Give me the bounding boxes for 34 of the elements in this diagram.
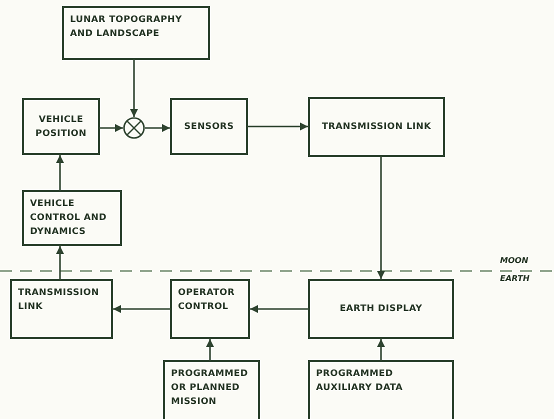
arrow — [113, 305, 170, 313]
arrow — [377, 157, 385, 279]
block-box — [62, 6, 210, 60]
block-label: EARTH DISPLAY — [338, 303, 424, 316]
block-label: VEHICLE CONTROL AND DYNAMICS — [30, 198, 108, 239]
block-box — [308, 97, 445, 157]
arrow — [206, 339, 214, 360]
arrow — [145, 124, 170, 132]
block-label: OPERATOR CONTROL — [178, 287, 236, 314]
block-label: LUNAR TOPOGRAPHY AND LANDSCAPE — [70, 14, 184, 41]
arrow — [56, 155, 64, 190]
block-box — [22, 98, 100, 155]
region-label: EARTH — [500, 274, 530, 283]
block-label: TRANSMISSION LINK — [18, 287, 100, 314]
block-box — [308, 279, 454, 339]
block-label: SENSORS — [183, 120, 235, 134]
arrow — [250, 305, 308, 313]
block-label: TRANSMISSION LINK — [320, 121, 432, 134]
block-label: PROGRAMMED AUXILIARY DATA — [316, 368, 404, 395]
block-box — [22, 190, 122, 246]
block-label: PROGRAMMED OR PLANNED MISSION — [171, 368, 249, 409]
region-label: MOON — [500, 256, 528, 265]
multiplier-circle — [123, 117, 145, 139]
arrow — [377, 339, 385, 360]
arrow — [248, 122, 308, 130]
block-box — [308, 360, 454, 419]
arrow — [100, 124, 123, 132]
block-label: VEHICLE POSITION — [34, 114, 88, 140]
block-box — [170, 279, 250, 339]
block-box — [10, 279, 113, 339]
arrow — [56, 246, 64, 279]
block-box — [163, 360, 260, 419]
arrow — [130, 60, 138, 117]
block-box — [170, 98, 248, 155]
